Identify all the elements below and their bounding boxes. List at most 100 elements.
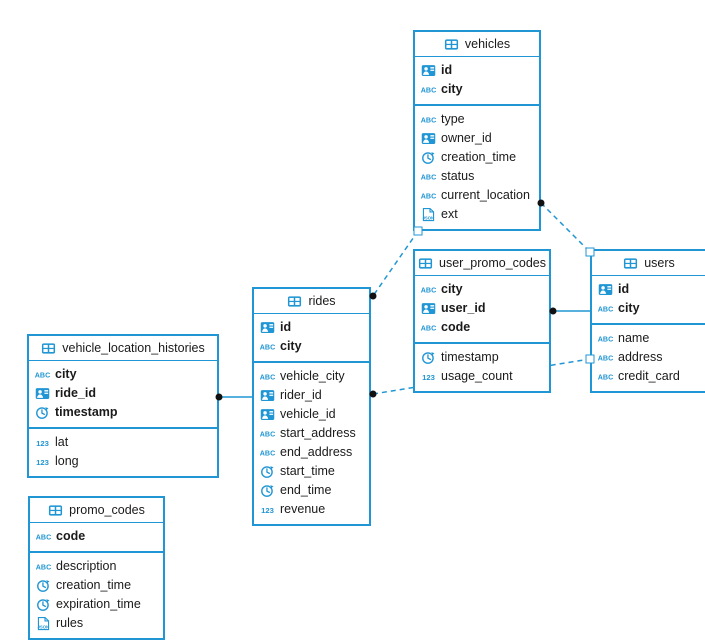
- field-row-expiration_time[interactable]: expiration_time: [30, 595, 163, 614]
- table-header-user_promo_codes[interactable]: user_promo_codes: [415, 251, 549, 276]
- field-row-timestamp[interactable]: timestamp: [29, 403, 217, 422]
- clock-icon: [261, 485, 274, 497]
- svg-text:ABC: ABC: [598, 306, 613, 314]
- table-header-vehicles[interactable]: vehicles: [415, 32, 539, 57]
- svg-text:ABC: ABC: [36, 534, 51, 542]
- abc-icon: ABC: [598, 336, 613, 344]
- rel-vehicles-rides[interactable]: [372, 230, 419, 297]
- field-row-lat[interactable]: 123 lat: [29, 433, 217, 452]
- table-header-rides[interactable]: rides: [254, 289, 369, 314]
- field-row-start_time[interactable]: start_time: [254, 462, 369, 481]
- field-row-creation_time[interactable]: creation_time: [30, 576, 163, 595]
- field-row-id[interactable]: id: [254, 318, 369, 337]
- field-label: owner_id: [441, 131, 492, 146]
- field-label: rider_id: [280, 388, 322, 403]
- svg-text:123: 123: [36, 439, 49, 448]
- field-label: name: [618, 331, 650, 346]
- field-label: ride_id: [55, 386, 96, 401]
- id-card-icon: [260, 409, 275, 420]
- field-row-user_id[interactable]: user_id: [415, 299, 549, 318]
- field-row-id[interactable]: id: [415, 61, 539, 80]
- table-icon: [49, 504, 63, 516]
- field-label: id: [618, 282, 630, 297]
- svg-text:JSON: JSON: [37, 624, 49, 629]
- abc-icon: ABC: [421, 325, 436, 333]
- table-header-vehicle_location_histories[interactable]: vehicle_location_histories: [29, 336, 217, 361]
- field-row-timestamp[interactable]: timestamp: [415, 348, 549, 367]
- clock-icon: [37, 580, 50, 592]
- abc-icon: ABC: [260, 431, 275, 439]
- field-row-rider_id[interactable]: rider_id: [254, 386, 369, 405]
- field-label: timestamp: [441, 350, 499, 365]
- field-row-id[interactable]: id: [592, 280, 705, 299]
- svg-text:ABC: ABC: [598, 336, 613, 344]
- table-icon: [418, 257, 433, 269]
- abc-icon: ABC: [36, 564, 51, 572]
- field-row-vehicle_id[interactable]: vehicle_id: [254, 405, 369, 424]
- table-title: vehicles: [464, 36, 511, 51]
- field-label: lat: [55, 435, 69, 450]
- rel-vehicles-users[interactable]: [540, 202, 591, 253]
- id-card-icon: [35, 388, 50, 399]
- table-icon: [624, 257, 638, 269]
- abc-icon: ABC: [260, 450, 275, 458]
- table-title: promo_codes: [69, 502, 145, 517]
- 123-icon: 123: [36, 458, 49, 467]
- id-card-icon: [421, 133, 436, 144]
- field-row-owner_id[interactable]: owner_id: [415, 129, 539, 148]
- svg-text:ABC: ABC: [598, 374, 613, 382]
- field-row-end_time[interactable]: end_time: [254, 481, 369, 500]
- field-row-name[interactable]: ABC name: [592, 329, 705, 348]
- field-label: city: [441, 82, 463, 97]
- svg-text:ABC: ABC: [421, 325, 436, 333]
- field-label: start_address: [280, 426, 356, 441]
- abc-icon: ABC: [598, 374, 613, 382]
- field-label: creation_time: [56, 578, 132, 593]
- table-header-promo_codes[interactable]: promo_codes: [30, 498, 163, 523]
- table-header-users[interactable]: users: [592, 251, 705, 276]
- id-card-icon: [260, 390, 275, 401]
- svg-text:ABC: ABC: [421, 87, 436, 95]
- field-row-city[interactable]: ABC city: [415, 80, 539, 99]
- rel-rides-users-from-dot-marker: [369, 390, 377, 398]
- field-label: timestamp: [55, 405, 118, 420]
- field-label: vehicle_id: [280, 407, 336, 422]
- field-row-creation_time[interactable]: creation_time: [415, 148, 539, 167]
- field-row-ride_id[interactable]: ride_id: [29, 384, 217, 403]
- table-icon: [444, 38, 458, 50]
- table-title: user_promo_codes: [439, 255, 547, 270]
- field-row-start_address[interactable]: ABC start_address: [254, 424, 369, 443]
- table-title: rides: [308, 293, 336, 308]
- field-label: city: [55, 367, 77, 382]
